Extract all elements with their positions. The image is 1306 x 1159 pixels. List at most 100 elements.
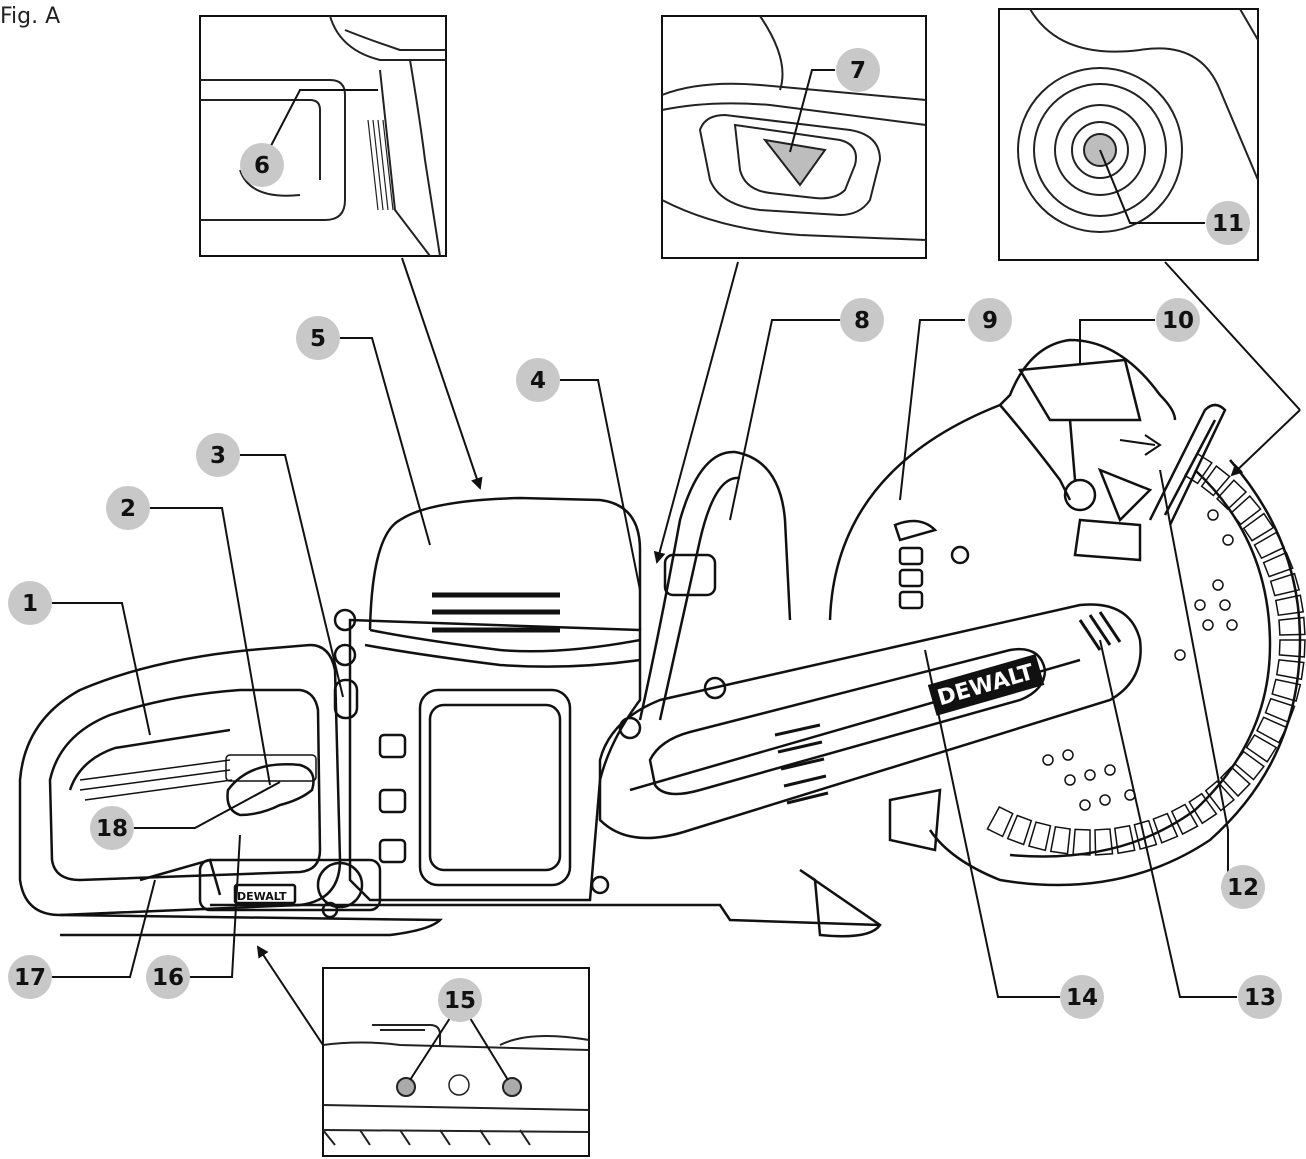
callout-13: 13 [1238,975,1282,1019]
svg-text:DEWALT: DEWALT [237,890,287,903]
svg-text:4: 4 [530,368,546,394]
leader-17 [52,879,156,978]
callout-8: 8 [840,298,884,342]
blade-segment [1049,825,1071,855]
blade-segment [1072,828,1091,856]
blade-segment [1269,572,1301,597]
svg-text:16: 16 [152,965,184,991]
svg-text:15: 15 [444,988,476,1014]
svg-text:DEWALT: DEWALT [935,660,1037,711]
blade-segment [1133,819,1158,851]
leader-7 [789,69,835,153]
blade-segment [1113,824,1136,855]
saw-body [18,338,1302,938]
svg-text:18: 18 [96,816,128,842]
leader-8 [729,319,840,521]
callout-4: 4 [516,358,560,402]
leader-6 [261,89,378,164]
blade-segment [1230,495,1262,526]
blade-segment [1152,812,1179,844]
blade-segment [1200,465,1231,497]
blade-segment [1188,792,1218,825]
blade-segment [1274,594,1305,617]
inset-arrows [256,257,1301,1046]
inset-box-6 [199,15,447,257]
blade-segment [1264,697,1296,724]
inset-7-arrow [653,261,739,564]
leader-lines [52,69,1237,1081]
blade-segment [1204,780,1235,812]
callout-9: 9 [968,298,1012,342]
svg-text:2: 2 [120,496,136,522]
inset-6-arrow [401,257,483,490]
blade-segment [1278,616,1306,636]
callout-10: 10 [1156,298,1200,342]
callout-1: 1 [8,581,52,625]
leader-16 [190,834,241,978]
callout-17: 17 [8,955,52,999]
figure-label: Fig. A [0,4,61,29]
leader-11 [1099,149,1205,224]
blade-segment [1094,828,1114,856]
svg-text:1: 1 [22,591,38,617]
blade-segment [1253,531,1286,560]
blade-segment [1262,551,1294,578]
blade-segment [1256,716,1288,744]
svg-text:13: 13 [1244,985,1276,1011]
callouts: 1 2 3 4 5 6 7 8 9 10 11 12 13 14 15 16 1… [8,48,1282,1022]
inset-15-arrow [256,945,324,1046]
blade-segment [1242,512,1275,542]
blade-segment [1275,659,1305,681]
leader-15a [409,1017,451,1081]
leader-15b [469,1017,509,1081]
inset-11-arrow [1164,261,1301,411]
leader-14 [924,649,1060,998]
leader-4 [560,379,641,591]
callout-14: 14 [1060,975,1104,1019]
blade-segment [986,806,1014,838]
blade-segment [1027,821,1052,852]
svg-text:9: 9 [982,308,998,334]
blade-segment [1245,733,1278,763]
leader-1 [52,602,151,736]
callout-12: 12 [1221,865,1265,909]
leader-2 [150,507,271,786]
svg-text:12: 12 [1227,875,1259,901]
svg-text:7: 7 [850,58,866,84]
leader-5 [340,337,431,546]
dewalt-logo: DEWALT [927,654,1045,716]
callout-15: 15 [438,978,482,1022]
callout-7: 7 [836,48,880,92]
blade-segment [1278,639,1306,658]
svg-text:17: 17 [14,965,46,991]
svg-text:11: 11 [1212,211,1244,237]
battery-logo: DEWALT [237,890,287,903]
blade-segment [1271,678,1302,703]
inset-11-arrow-b [1230,409,1301,477]
svg-text:14: 14 [1066,985,1098,1011]
blade-segment [1216,479,1248,511]
callout-3: 3 [196,433,240,477]
leader-10 [1079,319,1155,365]
callout-2: 2 [106,486,150,530]
blade-segment [1170,803,1199,836]
leader-12 [1159,469,1229,887]
svg-text:5: 5 [310,326,326,352]
blade-segment [1233,750,1265,781]
callout-16: 16 [146,955,190,999]
blade-segment [1219,766,1251,798]
leader-9 [899,319,965,501]
blade-segments [986,452,1306,856]
blade-segment [1006,814,1033,846]
svg-text:6: 6 [254,153,270,179]
blade-segment [1183,452,1213,485]
callout-18: 18 [90,806,134,850]
svg-text:8: 8 [854,308,870,334]
svg-text:10: 10 [1162,308,1194,334]
callout-6: 6 [240,143,284,187]
leader-13 [1099,639,1237,998]
leader-18 [134,781,281,829]
leader-3 [240,454,344,698]
callout-5: 5 [296,316,340,360]
